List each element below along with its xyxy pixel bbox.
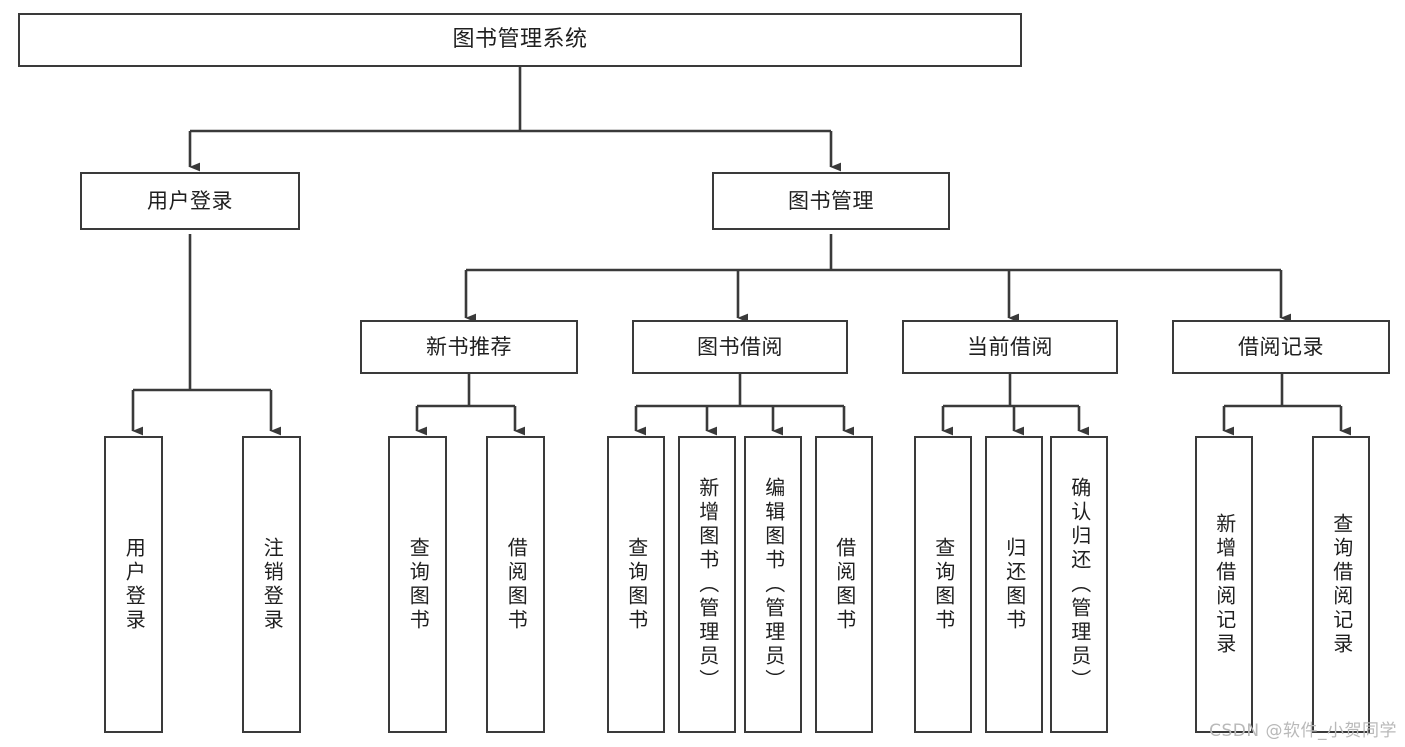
node-label: 归还图书 — [1002, 536, 1027, 633]
node-label: 查询图书 — [406, 536, 431, 633]
node-current-borrow[interactable]: 当前借阅 — [902, 320, 1118, 374]
leaf-logout[interactable]: 注销登录 — [242, 436, 301, 733]
leaf-newbook-query-book[interactable]: 查询图书 — [388, 436, 447, 733]
leaf-borrowrecord-query-record[interactable]: 查询借阅记录 — [1312, 436, 1370, 733]
node-book-management[interactable]: 图书管理 — [712, 172, 950, 230]
node-label: 借阅记录 — [1238, 334, 1324, 359]
node-label: 查询借阅记录 — [1329, 512, 1354, 657]
node-root-book-management-system[interactable]: 图书管理系统 — [18, 13, 1022, 67]
leaf-borrowrecord-add-record[interactable]: 新增借阅记录 — [1195, 436, 1253, 733]
node-label: 当前借阅 — [967, 334, 1053, 359]
leaf-currentborrow-query-book[interactable]: 查询图书 — [914, 436, 972, 733]
node-label: 图书借阅 — [697, 334, 783, 359]
leaf-user-login[interactable]: 用户登录 — [104, 436, 163, 733]
leaf-borrowbook-edit-book-admin[interactable]: 编辑图书（管理员） — [744, 436, 802, 733]
node-label: 借阅图书 — [832, 536, 857, 633]
node-label: 用户登录 — [122, 536, 147, 633]
node-label: 借阅图书 — [504, 536, 529, 633]
leaf-currentborrow-return-book[interactable]: 归还图书 — [985, 436, 1043, 733]
leaf-borrowbook-query-book[interactable]: 查询图书 — [607, 436, 665, 733]
node-label: 用户登录 — [147, 188, 233, 213]
leaf-newbook-borrow-book[interactable]: 借阅图书 — [486, 436, 545, 733]
leaf-borrowbook-add-book-admin[interactable]: 新增图书（管理员） — [678, 436, 736, 733]
watermark-text: CSDN @软件_小贺同学 — [1209, 721, 1397, 741]
leaf-currentborrow-confirm-return-admin[interactable]: 确认归还（管理员） — [1050, 436, 1108, 733]
node-label: 确认归还（管理员） — [1067, 476, 1092, 693]
node-label: 新增图书（管理员） — [695, 476, 720, 693]
node-book-borrow[interactable]: 图书借阅 — [632, 320, 848, 374]
node-label: 注销登录 — [260, 536, 285, 633]
node-user-login[interactable]: 用户登录 — [80, 172, 300, 230]
node-label: 查询图书 — [931, 536, 956, 633]
node-label: 图书管理 — [788, 188, 874, 213]
node-label: 编辑图书（管理员） — [761, 476, 786, 693]
node-new-book-recommend[interactable]: 新书推荐 — [360, 320, 578, 374]
leaf-borrowbook-borrow-book[interactable]: 借阅图书 — [815, 436, 873, 733]
node-label: 图书管理系统 — [452, 27, 588, 53]
node-label: 新增借阅记录 — [1212, 512, 1237, 657]
node-borrow-record[interactable]: 借阅记录 — [1172, 320, 1390, 374]
node-label: 查询图书 — [624, 536, 649, 633]
node-label: 新书推荐 — [426, 334, 512, 359]
